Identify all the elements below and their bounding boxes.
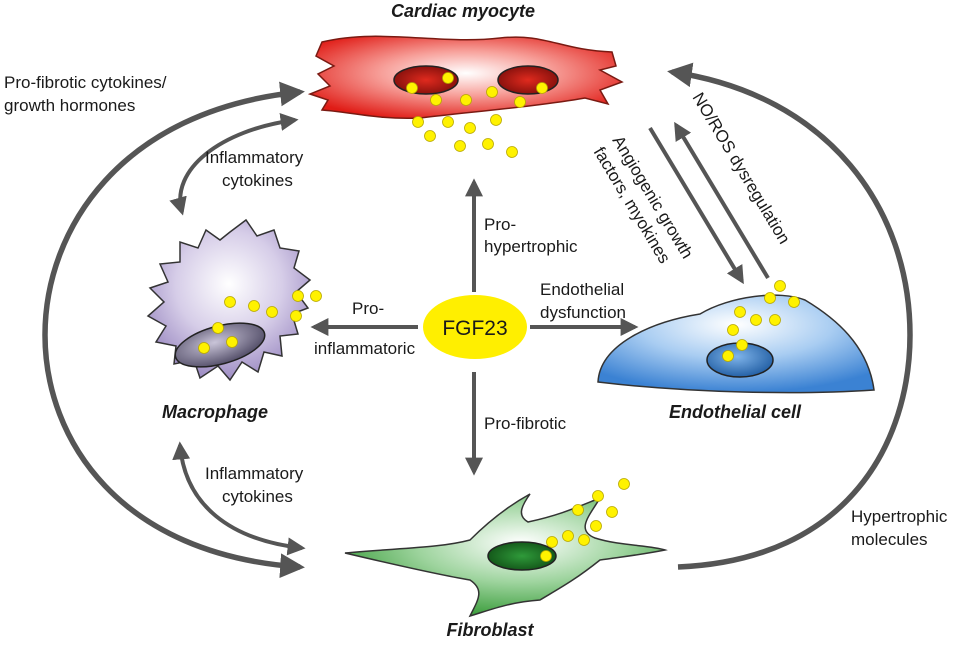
molecule-dot (226, 336, 238, 348)
molecule-dot (292, 290, 304, 302)
pro-fibrotic-label: Pro-fibrotic (484, 414, 567, 433)
hypertrophic-molecules-line1: Hypertrophic (851, 507, 948, 526)
inflammatory-cytokines-bottom-line1: Inflammatory (205, 464, 304, 483)
molecule-dot (727, 324, 739, 336)
molecule-dot (750, 314, 762, 326)
molecule-dot (212, 322, 224, 334)
no-ros-arrow (674, 121, 770, 280)
pro-fibrotic-cytokines-line1: Pro-fibrotic cytokines/ (4, 73, 167, 92)
fibroblast-nucleus (487, 541, 557, 571)
hypertrophic-molecules-line2: molecules (851, 530, 928, 549)
pro-hypertrophic-label-line1: Pro- (484, 215, 516, 234)
endothelial-dysfunction-label-line2: dysfunction (540, 303, 626, 322)
molecule-dot (464, 122, 476, 134)
molecule-dot (224, 296, 236, 308)
macrophage-title: Macrophage (162, 402, 268, 422)
molecule-dot (266, 306, 278, 318)
fibroblast-title: Fibroblast (446, 620, 534, 640)
molecule-dot (490, 114, 502, 126)
molecule-dot (590, 520, 602, 532)
molecule-dot (618, 478, 630, 490)
fibroblast-cell (344, 493, 668, 618)
pro-fibrotic-cytokines-line2: growth hormones (4, 96, 135, 115)
inflammatory-cytokines-bottom-line2: cytokines (222, 487, 293, 506)
cardiac-myocyte-title: Cardiac myocyte (391, 1, 535, 21)
fgf23-ellipse (423, 295, 527, 359)
molecule-dot (406, 82, 418, 94)
molecule-dot (774, 280, 786, 292)
molecule-dot (769, 314, 781, 326)
molecule-dot (540, 550, 552, 562)
endothelial-dysfunction-label-line1: Endothelial (540, 280, 624, 299)
pro-inflammatoric-label-line2: inflammatoric (314, 339, 416, 358)
molecule-dot (424, 130, 436, 142)
molecule-dot (734, 306, 746, 318)
macrophage-fibroblast-arrow (172, 441, 306, 556)
left-outer-arrow (42, 81, 305, 579)
endothelial-cell-title: Endothelial cell (669, 402, 802, 422)
angiogenic-arrow (648, 126, 744, 285)
myocyte-macrophage-arrow (169, 112, 299, 216)
cardiac-myocyte-cell (307, 35, 624, 120)
inflammatory-cytokines-top-line1: Inflammatory (205, 148, 304, 167)
pro-hypertrophic-label-line2: hypertrophic (484, 237, 578, 256)
molecule-dot (536, 82, 548, 94)
molecule-dot (514, 96, 526, 108)
molecule-dot (430, 94, 442, 106)
molecule-dot (722, 350, 734, 362)
molecule-dot (736, 339, 748, 351)
myocyte-nucleus-right (497, 65, 559, 95)
molecule-dot (506, 146, 518, 158)
molecule-dot (606, 506, 618, 518)
molecule-dot (546, 536, 558, 548)
secreted-molecules (198, 72, 800, 562)
molecule-dot (290, 310, 302, 322)
molecule-dot (486, 86, 498, 98)
molecule-dot (482, 138, 494, 150)
molecule-dot (562, 530, 574, 542)
molecule-dot (442, 72, 454, 84)
no-ros-label: NO/ROS dysregulation (689, 89, 794, 247)
fgf23-label: FGF23 (442, 317, 507, 340)
molecule-dot (310, 290, 322, 302)
molecule-dot (412, 116, 424, 128)
molecule-dot (460, 94, 472, 106)
molecule-dot (592, 490, 604, 502)
molecule-dot (764, 292, 776, 304)
molecule-dot (578, 534, 590, 546)
molecule-dot (248, 300, 260, 312)
right-outer-arrow (667, 62, 913, 570)
molecule-dot (788, 296, 800, 308)
molecule-dot (442, 116, 454, 128)
pro-inflammatoric-label-line1: Pro- (352, 299, 384, 318)
molecule-dot (572, 504, 584, 516)
inflammatory-cytokines-top-line2: cytokines (222, 171, 293, 190)
molecule-dot (198, 342, 210, 354)
endothelial-cell (597, 294, 875, 394)
molecule-dot (454, 140, 466, 152)
